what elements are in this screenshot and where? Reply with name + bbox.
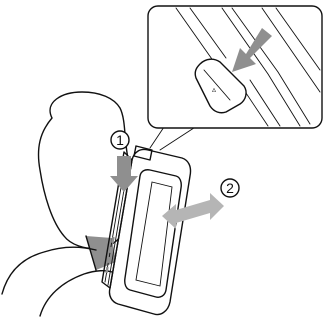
headrest (39, 92, 131, 248)
step-1-label: 1 (116, 132, 124, 148)
step-2-label: 2 (226, 180, 234, 196)
tab-arrow-glyph: ▵ (212, 85, 216, 94)
step-2-callout: 2 (221, 179, 239, 197)
inset-callout: ▵ (148, 6, 322, 150)
step-1-callout: 1 (111, 131, 129, 149)
